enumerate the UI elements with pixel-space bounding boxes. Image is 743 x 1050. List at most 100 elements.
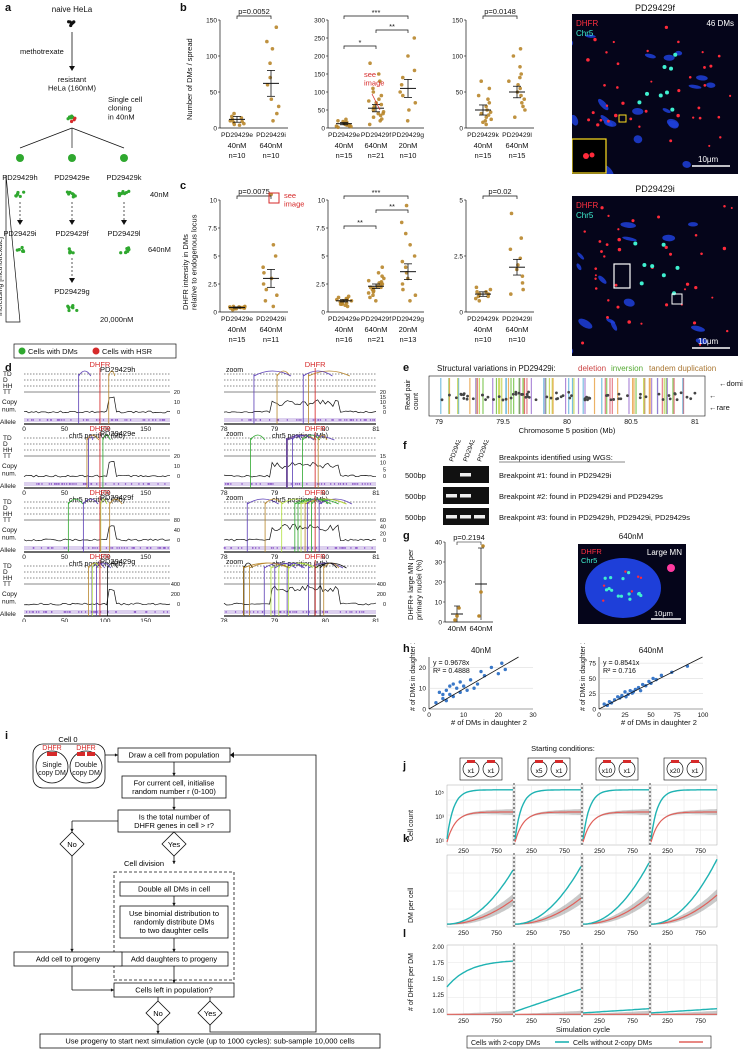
read-pair-point — [471, 397, 475, 401]
dm-signal — [688, 75, 692, 79]
sv-arc — [108, 370, 116, 377]
x-tick-label: 750 — [695, 930, 706, 937]
allele-dot — [255, 419, 257, 421]
copy-number-line — [223, 461, 377, 478]
x-axis-label: chr5 position (Mb) — [272, 497, 328, 504]
read-pair-point — [509, 396, 513, 400]
track-label: HH — [3, 575, 13, 582]
allele-dot — [269, 483, 272, 485]
data-point — [398, 90, 402, 94]
condition-multiplier: x10 — [602, 768, 613, 775]
allele-dot — [36, 483, 38, 485]
final-box-text: Use progeny to start next simulation cyc… — [65, 1037, 355, 1046]
dm-signal — [605, 51, 608, 54]
data-point — [400, 282, 405, 286]
arrow-head — [172, 902, 176, 906]
allele-dot — [369, 483, 372, 485]
h-r2: R² = 0.4888 — [433, 668, 470, 675]
condition-box — [663, 757, 707, 781]
group-n: n=15 — [229, 335, 246, 344]
read-pair-point — [583, 398, 587, 402]
group-name: PD29429e — [221, 132, 253, 139]
h-ylabel: # of DMs in daughter 1 — [580, 643, 587, 711]
cloning-label: in 40nM — [108, 112, 135, 121]
dhfr-label: DHFR — [305, 424, 326, 433]
data-point — [273, 254, 278, 258]
allele-dot — [32, 419, 34, 421]
sig-bracket — [482, 195, 518, 199]
allele-dot — [346, 419, 348, 421]
dm-signal — [607, 214, 610, 218]
breakpoints-heading: Breakpoints identified using WGS: — [499, 453, 613, 462]
allele-dot — [147, 483, 149, 485]
group-n: n=16 — [336, 335, 353, 344]
data-point — [455, 614, 459, 618]
panel-bc-scatter-plots: Number of DMs / spread050100150PD29429e4… — [181, 7, 534, 344]
data-point — [401, 93, 405, 98]
dm-signal — [676, 113, 680, 118]
chromosome — [690, 325, 705, 332]
allele-dot — [355, 483, 357, 485]
allele-dot — [241, 483, 243, 485]
data-point — [412, 36, 417, 40]
gel-band — [474, 515, 485, 519]
allele-dot — [84, 611, 87, 613]
allele-dot — [48, 483, 50, 485]
k-ylabel: DM per cell — [408, 887, 415, 923]
data-point — [468, 678, 473, 682]
group-name: PD29429l — [502, 316, 532, 323]
data-point — [376, 111, 381, 116]
h-xlabel: # of DMs in daughter 2 — [451, 718, 527, 727]
allele-dot — [63, 419, 65, 421]
clone-640-label: PD29429i — [4, 229, 37, 238]
data-point — [518, 47, 523, 51]
x-tick-label: 78 — [220, 426, 228, 433]
dm-box — [671, 293, 683, 305]
sig-bracket — [343, 15, 409, 19]
allele-dot — [32, 611, 35, 613]
e-inversion: inversion — [611, 364, 643, 373]
allele-dot — [92, 547, 94, 549]
allele-dot — [55, 483, 58, 485]
x-tick-label: 100 — [100, 618, 111, 622]
allele-dot — [126, 419, 128, 421]
read-pair-point — [484, 398, 487, 402]
allele-dot — [343, 547, 345, 549]
y-tick-label: 50 — [318, 108, 326, 115]
chr5-signal — [621, 577, 625, 581]
sv-arc — [302, 370, 333, 377]
copy-num-label: num. — [2, 470, 17, 477]
group-n: n=15 — [336, 151, 353, 160]
y-tick-label: 40 — [435, 540, 443, 547]
y-scale-label: 40 — [174, 528, 180, 534]
j-tick-label: 10¹ — [435, 839, 444, 845]
allele-dot — [315, 611, 317, 613]
b-plot-2: 050100150200250300PD29429e40nMn=15PD2942… — [314, 8, 424, 160]
y-tick-label: 5 — [321, 254, 325, 261]
allele-dot — [59, 419, 61, 421]
allele-dot — [356, 419, 358, 421]
data-point — [628, 688, 632, 693]
chromosome — [623, 298, 635, 307]
data-point — [519, 72, 524, 76]
naive-cell-dot — [72, 20, 76, 24]
cell-dot — [16, 190, 20, 195]
single-cell — [35, 750, 69, 784]
data-point — [520, 281, 525, 285]
chromosome — [572, 347, 574, 355]
sv-arc — [318, 498, 353, 505]
dm-signal — [726, 329, 729, 333]
allele-dot — [148, 483, 151, 485]
allele-dot — [365, 419, 367, 421]
allele-dot — [333, 483, 336, 485]
series-line-2copy — [582, 789, 649, 840]
data-point — [366, 99, 371, 103]
y-tick-label: 0 — [438, 620, 442, 627]
cells-left-box — [113, 982, 235, 998]
copy-num-label: Copy — [2, 527, 18, 534]
sv-arc — [300, 498, 347, 505]
allele-dot — [272, 547, 274, 549]
